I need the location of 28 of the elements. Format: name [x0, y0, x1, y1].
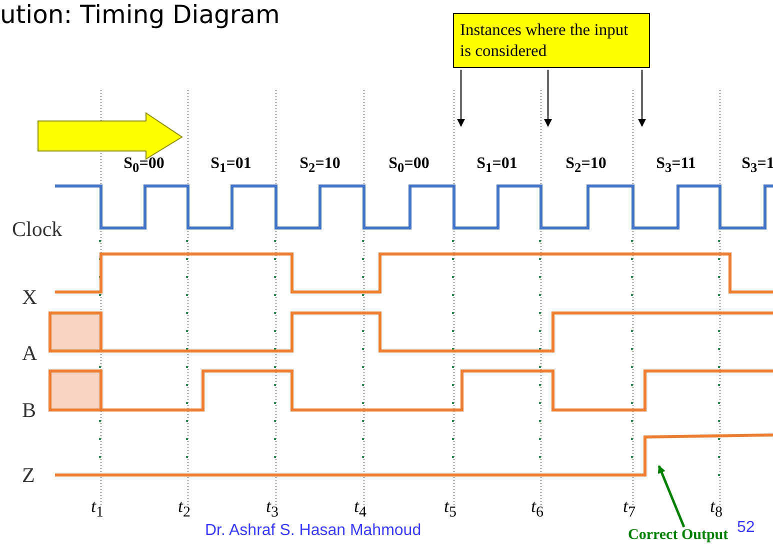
state-label: S$_{3}$=11 [655, 156, 697, 175]
signal-name: Z [22, 465, 35, 486]
signal-name: A [22, 343, 38, 364]
arrow [457, 70, 465, 127]
page-number: 52 [737, 520, 755, 536]
arrow [544, 70, 552, 127]
signal-name: B [22, 400, 36, 421]
state-label: S$_{0}$=00 [122, 156, 166, 175]
arrow [638, 70, 646, 127]
time-label: t$_{3}$ [266, 497, 279, 521]
signal-name: Clock [12, 219, 62, 240]
callout-box: Instances where the input is considered [453, 13, 650, 68]
time-label: t$_{6}$ [531, 497, 544, 521]
arrow [658, 465, 686, 528]
time-label: t$_{5}$ [444, 497, 457, 521]
author-name: Dr. Ashraf S. Hasan Mahmoud [205, 523, 422, 539]
time-label: t$_{7}$ [623, 497, 636, 521]
time-label: t$_{8}$ [710, 497, 723, 521]
state-label: S$_{1}$=01 [210, 156, 252, 175]
state-label: S$_{0}$=00 [388, 156, 430, 175]
time-label: t$_{1}$ [91, 497, 104, 521]
state-label: S$_{1}$=01 [476, 156, 518, 175]
slide-title: ution: Timing Diagram [0, 2, 280, 27]
time-label: t$_{4}$ [354, 497, 367, 521]
state-label: S$_{2}$=10 [564, 156, 608, 175]
state-label: S$_{2}$=10 [298, 156, 342, 175]
signal-name: X [22, 287, 38, 308]
time-label: t$_{2}$ [178, 497, 191, 521]
